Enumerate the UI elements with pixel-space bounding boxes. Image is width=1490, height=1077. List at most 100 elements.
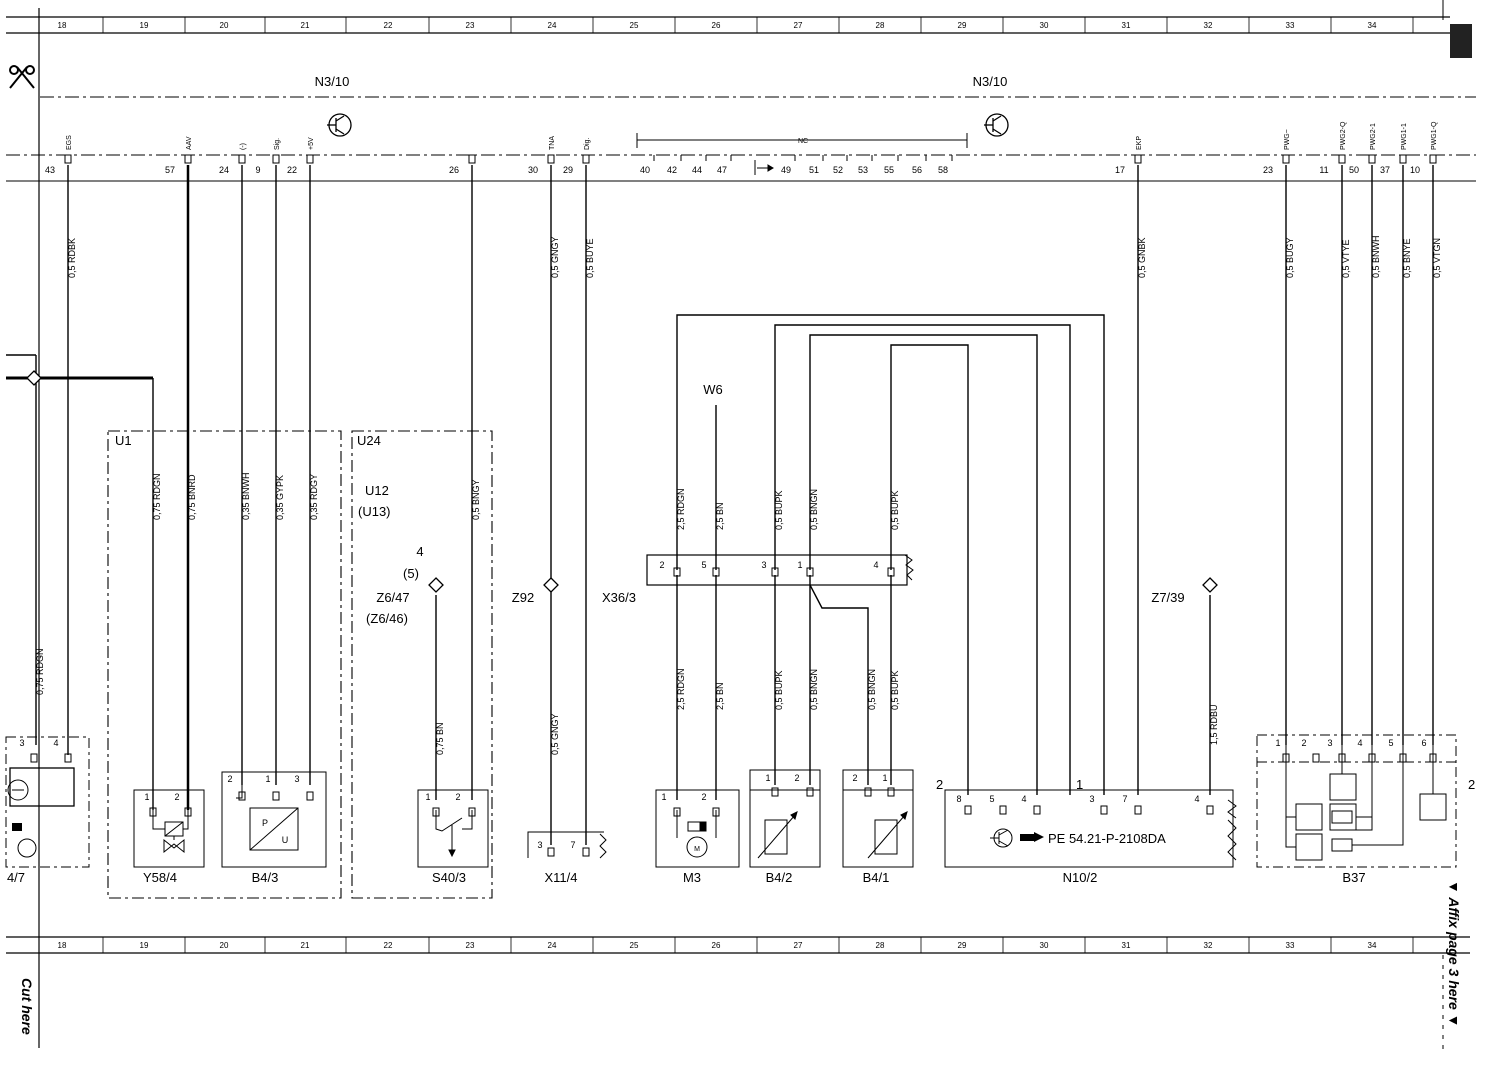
- wire-color-label: 0,5 GNBK: [1137, 237, 1147, 278]
- component-name: 4/7: [7, 870, 25, 885]
- wire-color-label: 0,5 GNGY: [550, 236, 560, 278]
- nc-pin-number: 56: [912, 165, 922, 175]
- component-pin-number: 3: [1089, 794, 1094, 804]
- group-label-u13: (U13): [358, 504, 391, 519]
- component-name: Y58/4: [143, 870, 177, 885]
- ecu-pin-terminal: [582, 154, 590, 164]
- connector-pin-number: 1: [797, 560, 802, 570]
- component-name: B37: [1342, 870, 1365, 885]
- grid-number: 21: [301, 941, 310, 950]
- component-pin-number: 2: [227, 774, 232, 784]
- ecu-pin-number: 24: [219, 165, 229, 175]
- ecu-pin-number: 43: [45, 165, 55, 175]
- wire-color-label: 0,5 BNGN: [867, 669, 877, 710]
- cut-here-label: Cut here: [19, 978, 35, 1035]
- component-pin-number: 4: [53, 738, 58, 748]
- group-boxes: [107, 430, 493, 899]
- ecu-pin-signal: EGS: [66, 135, 73, 150]
- grid-number: 33: [1286, 941, 1295, 950]
- grid-number: 22: [384, 941, 393, 950]
- connector-pin-number: 2: [659, 560, 664, 570]
- sensor-symbol-u: U: [282, 835, 289, 845]
- ecu-label-left: N3/10: [315, 74, 350, 89]
- component-name: B4/3: [252, 870, 279, 885]
- ecu-pin-signal: (-): [240, 143, 247, 150]
- wire-color-label: 0,5 BUPK: [774, 670, 784, 710]
- component-pin-number: 4: [1194, 794, 1199, 804]
- nc-pin-number: 49: [781, 165, 791, 175]
- grid-number: 29: [958, 21, 967, 30]
- frame: [6, 0, 1470, 1050]
- wire-color-label: 0,5 BNGN: [809, 669, 819, 710]
- ecu-pin-terminal: [272, 154, 280, 164]
- sensor-symbol-p: P: [262, 818, 268, 828]
- scissors-icon: [9, 65, 35, 89]
- grid-number: 20: [220, 21, 229, 30]
- ecu-pin-number: 10: [1410, 165, 1420, 175]
- nc-pin-number: 51: [809, 165, 819, 175]
- component-name: B4/2: [766, 870, 793, 885]
- ecu-pin-number: 23: [1263, 165, 1273, 175]
- ecu-pin-number: 26: [449, 165, 459, 175]
- wire-color-label: 0,5 BUPK: [774, 490, 784, 530]
- motor-symbol: M: [694, 846, 700, 853]
- ecu-pin-signal: PWG2-Q: [1340, 121, 1347, 150]
- nc-pin-number: 40: [640, 165, 650, 175]
- ecu-pin-signal: PWG~: [1284, 129, 1291, 150]
- component-pin-number: 1: [765, 773, 770, 783]
- wire-color-label: 2,5 RDGN: [676, 668, 686, 710]
- wire-color-label: 0,35 GYPK: [275, 475, 285, 520]
- component-b4-2: [749, 769, 821, 868]
- ecu-pin-terminal: [1399, 154, 1407, 164]
- component-pin-number: 1: [265, 774, 270, 784]
- component-pin-number: 5: [989, 794, 994, 804]
- wire-color-label: 0,75 RDGN: [152, 473, 162, 520]
- grid-number: 19: [140, 941, 149, 950]
- wire-color-label: 0,5 BNWH: [1371, 235, 1381, 278]
- ecu-pin-terminal: [1338, 154, 1346, 164]
- ecu-pin-number: 30: [528, 165, 538, 175]
- grid-number: 30: [1040, 941, 1049, 950]
- ecu-boundary: [6, 96, 1476, 182]
- group-label-u12: U12: [365, 483, 389, 498]
- component-pin-number: 3: [19, 738, 24, 748]
- component-pin-number: 4: [1021, 794, 1026, 804]
- wire-color-label: 0,5 GNGY: [550, 713, 560, 755]
- component-pin-number: 3: [294, 774, 299, 784]
- component-4-7: [5, 736, 90, 868]
- n10-2-section-1: 1: [1076, 777, 1083, 792]
- grid-number: 26: [712, 21, 721, 30]
- grid-number: 25: [630, 21, 639, 30]
- grid-number: 28: [876, 21, 885, 30]
- connector-x36-3: [646, 554, 914, 586]
- grid-number: 31: [1122, 941, 1131, 950]
- wiring: [6, 165, 1434, 845]
- grid-number: 24: [548, 21, 557, 30]
- ecu-pin-terminal: [184, 154, 192, 164]
- ecu-label-right: N3/10: [973, 74, 1008, 89]
- connector-pin-number: 5: [701, 560, 706, 570]
- ecu-pin-number: 17: [1115, 165, 1125, 175]
- nc-pin-number: 52: [833, 165, 843, 175]
- wire-color-label: 0,75 BN: [435, 722, 445, 755]
- splice-label-z6-47: Z6/47: [376, 590, 409, 605]
- grid-number: 32: [1204, 21, 1213, 30]
- group-label-u1: U1: [115, 433, 132, 448]
- page-tab-marker: [1450, 24, 1472, 58]
- ecu-pin-number: 50: [1349, 165, 1359, 175]
- n10-2-reference: PE 54.21-P-2108DA: [1048, 831, 1166, 846]
- ground-label-w6: W6: [703, 382, 723, 397]
- component-m3: [655, 789, 740, 868]
- wire-color-label: 0,5 VTYE: [1341, 239, 1351, 278]
- component-x11-4: [527, 831, 607, 859]
- ecu-pin-signal: PWG1-Q: [1431, 121, 1438, 150]
- grid-number: 22: [384, 21, 393, 30]
- grid-number: 30: [1040, 21, 1049, 30]
- nc-label: NC: [798, 138, 808, 145]
